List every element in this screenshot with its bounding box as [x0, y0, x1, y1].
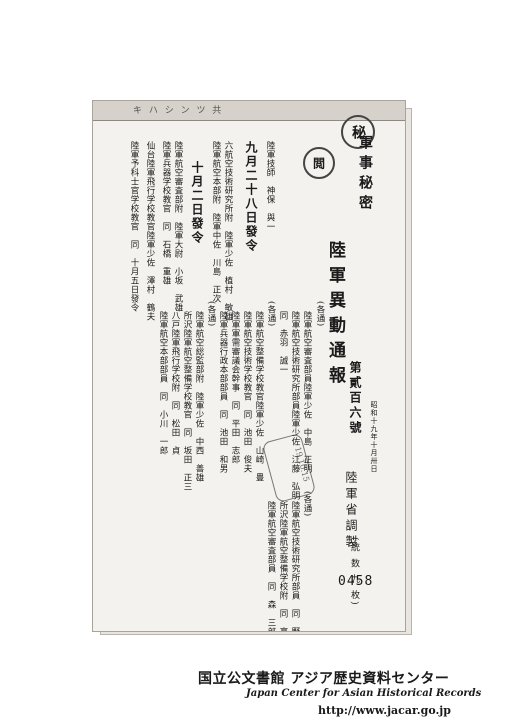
classification-label: 軍事秘密 — [357, 135, 373, 215]
list-item: 陸軍予科士官学校教官 同 十月五日發令 — [129, 141, 139, 312]
list-item: 同 赤羽 誠一 — [278, 311, 288, 374]
document-page: キ ハ シ ン ツ 共 秘 閲 軍事秘密 陸軍異動通報 第貳百六號 昭和十九年十… — [92, 100, 406, 632]
list-item: (各通) — [302, 491, 312, 517]
list-item: 陸軍兵器学校教官 同 石橋 重雄 — [161, 141, 171, 285]
secret-seal-icon: 秘 — [341, 115, 375, 149]
list-item: 六航空技術研究所附 陸軍少佐 植村 敏雄 — [223, 141, 233, 321]
list-item: 陸軍航空審査部員陸軍少佐 中島 正明 — [302, 311, 312, 473]
list-item: 陸軍技師 神保 與一 — [265, 141, 275, 231]
list-item: 陸軍航空本部附 陸軍中佐 川島 正次 — [211, 141, 221, 303]
issue-number: 第貳百六號 — [348, 361, 362, 436]
list-item: 陸軍航空技術学校教官 同 池田 俊夫 — [242, 311, 252, 473]
list-item: 陸軍航空整備学校教官陸軍少佐 山崎 豊 — [254, 311, 264, 482]
archive-name: 国立公文書館 アジア歴史資料センター — [198, 671, 450, 687]
list-item: 陸軍航空審査部附 陸軍大尉 小坂 武雄 — [173, 141, 183, 312]
document-number: 0458 — [338, 574, 374, 589]
list-item: 八戸陸軍飛行学校附 同 松田 貞 — [170, 311, 180, 455]
list-item: 陸軍兵器行政本部部員 同 池田 和男 — [218, 311, 228, 473]
list-item: 陸軍軍需審議会幹事 同 平田 志郎 — [230, 311, 240, 464]
list-item: 所沢陸軍航空整備学校教官 同 坂田 正三 — [182, 311, 192, 491]
publisher: 陸軍省調製 — [344, 471, 358, 551]
list-item: 仙台陸軍飛行学校教官陸軍少佐 澤村 鶴夫 — [145, 141, 155, 321]
list-item: 陸軍航空技術研究所部員 同 野村 順一 — [290, 501, 300, 632]
archive-url[interactable]: http://www.jacar.go.jp — [318, 704, 451, 717]
list-item: 陸軍航空技術研究所部員陸軍少佐 江藤 弘明 — [290, 311, 300, 500]
list-item: 陸軍航空審査部員 同 森 三郎 — [266, 501, 276, 632]
list-item: 所沢陸軍航空整備学校附 同 高橋 尚 — [278, 501, 288, 632]
list-item: (各通) — [206, 301, 216, 327]
inspection-seal-icon: 閲 — [303, 147, 335, 179]
list-item: (各通) — [266, 301, 276, 327]
list-item: 陸軍航空本部部員 同 小川 一郎 — [158, 311, 168, 455]
stamp-strip: キ ハ シ ン ツ 共 — [93, 101, 405, 121]
archive-name-english: Japan Center for Asian Historical Record… — [246, 688, 482, 699]
announcement-date: 九月二十八日發令 — [244, 141, 258, 253]
issue-date: 昭和十九年十月卅日 — [370, 401, 378, 473]
list-item: (各通) — [315, 301, 325, 327]
copy-count: (統 数 九 枚) — [349, 537, 359, 607]
document-title: 陸軍異動通報 — [325, 241, 345, 391]
list-item: 陸軍航空総監部附 陸軍少佐 中西 善雄 — [194, 311, 204, 482]
announcement-date: 十月二日發令 — [190, 161, 204, 245]
